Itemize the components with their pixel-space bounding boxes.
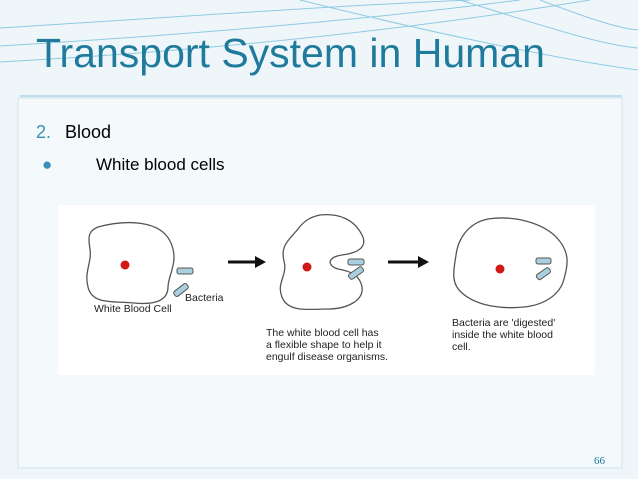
caption-middle: The white blood cell has a flexible shap… bbox=[266, 327, 388, 363]
arrow-right-icon bbox=[418, 256, 429, 268]
caption-right: Bacteria are 'digested' inside the white… bbox=[452, 317, 556, 353]
nucleus-3 bbox=[495, 264, 505, 274]
bacterium-2b bbox=[348, 266, 364, 280]
white-blood-cell-1 bbox=[86, 222, 175, 305]
nucleus-1 bbox=[120, 260, 130, 270]
list-item: 2. Blood bbox=[36, 122, 111, 143]
phagocytosis-diagram: White Blood Cell Bacteria The white bloo… bbox=[58, 205, 595, 375]
bacterium-3b bbox=[535, 267, 551, 281]
bacterium-1a bbox=[176, 267, 194, 275]
label-bacteria: Bacteria bbox=[185, 292, 224, 304]
sub-list-item: ● White blood cells bbox=[42, 155, 225, 175]
page-number: 66 bbox=[594, 455, 605, 467]
slide-title: Transport System in Human bbox=[36, 30, 545, 76]
bacterium-3a bbox=[535, 257, 552, 265]
label-white-blood-cell: White Blood Cell bbox=[94, 303, 172, 315]
bullet-icon: ● bbox=[42, 155, 53, 174]
diagram-graphic bbox=[86, 213, 568, 311]
bacterium-1b bbox=[173, 283, 189, 297]
white-blood-cell-3 bbox=[453, 217, 568, 309]
list-item-number: 2. bbox=[36, 122, 52, 142]
nucleus-2 bbox=[302, 262, 312, 272]
white-blood-cell-2 bbox=[279, 213, 365, 311]
bacterium-2a bbox=[347, 258, 365, 266]
list-item-label: Blood bbox=[65, 122, 112, 142]
arrow-right-icon bbox=[255, 256, 266, 268]
sub-list-item-label: White blood cells bbox=[96, 155, 225, 174]
